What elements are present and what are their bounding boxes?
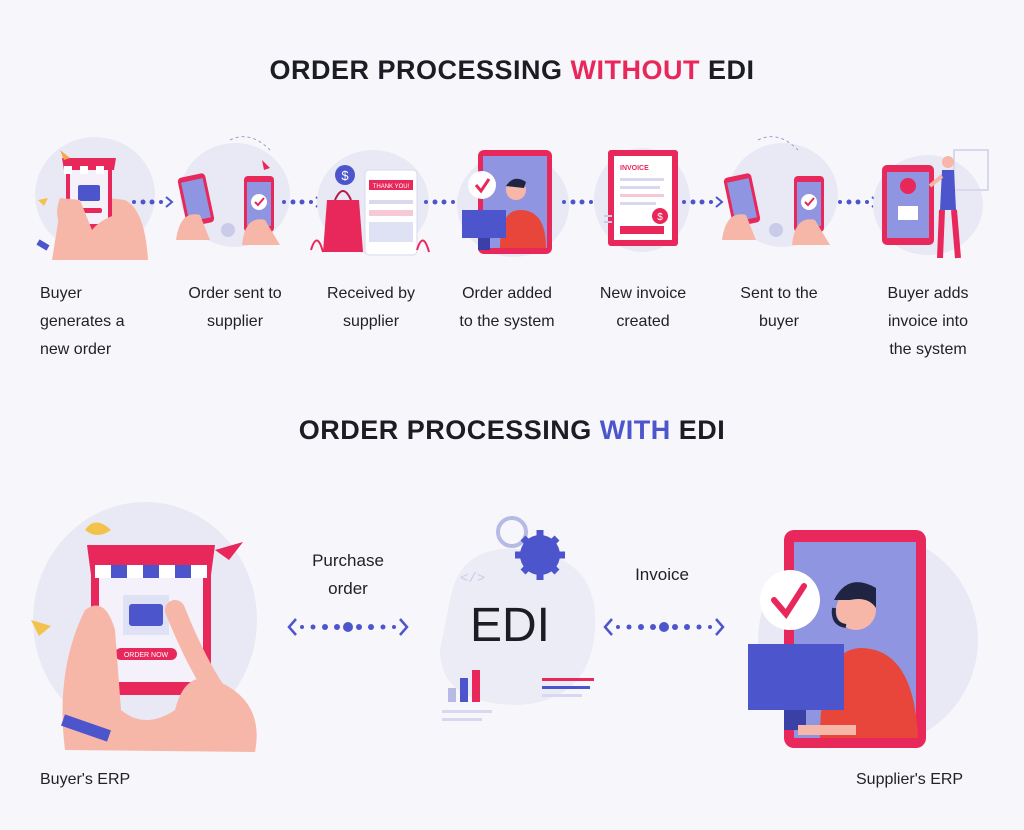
label-line: generates a [40, 308, 180, 336]
label-line: Received by [301, 280, 441, 308]
buyer-erp-label: Buyer's ERP [40, 771, 130, 789]
step-label-4: Order added to the system [437, 280, 577, 336]
thank-you-text: THANK YOU! [373, 184, 410, 190]
step-received-by-supplier: $ THANK YOU! [305, 130, 435, 270]
label-line: Order added [437, 280, 577, 308]
buyer-erp-illustration: ORDER NOW [25, 490, 265, 755]
invoice-arrow [602, 616, 726, 638]
label-line: supplier [165, 308, 305, 336]
label-line: created [573, 308, 713, 336]
step-order-added [448, 130, 578, 270]
step-label-7: Buyer adds invoice into the system [858, 280, 998, 364]
label-line: the system [858, 336, 998, 364]
title-text-end: EDI [671, 415, 726, 445]
supplier-erp-illustration [738, 500, 988, 755]
thank-you-icon: $ THANK YOU! [305, 130, 435, 270]
label-line: New invoice [573, 280, 713, 308]
step-label-3: Received by supplier [301, 280, 441, 336]
label-line: buyer [709, 308, 849, 336]
title-without-edi: ORDER PROCESSING WITHOUT EDI [0, 55, 1024, 86]
supplier-erp-label: Supplier's ERP [856, 771, 963, 789]
edi-label: EDI [440, 596, 580, 656]
title-with-edi: ORDER PROCESSING WITH EDI [0, 415, 1024, 446]
title-accent: WITHOUT [571, 55, 700, 85]
svg-text:</>: </> [460, 571, 485, 587]
invoice-text: INVOICE [620, 165, 649, 172]
title-accent: WITH [600, 415, 671, 445]
label-line: Sent to the [709, 280, 849, 308]
step-label-5: New invoice created [573, 280, 713, 336]
invoice-flow-label: Invoice [612, 561, 712, 589]
label-line: Purchase [292, 547, 404, 575]
label-line: invoice into [858, 308, 998, 336]
label-line: Buyer [40, 280, 180, 308]
label-line: new order [40, 336, 180, 364]
label-line: supplier [301, 308, 441, 336]
flow-arrow-1 [130, 194, 174, 210]
svg-text:$: $ [657, 212, 663, 223]
label-line: to the system [437, 308, 577, 336]
purchase-order-label: Purchase order [292, 547, 404, 603]
title-text: ORDER PROCESSING [269, 55, 570, 85]
operator-screen-icon [448, 130, 578, 270]
order-now-label: ORDER NOW [124, 652, 169, 659]
step-label-1: Buyer generates a new order [40, 280, 180, 364]
title-text-end: EDI [700, 55, 755, 85]
purchase-order-arrow [286, 616, 410, 638]
person-tablet-icon [868, 130, 998, 270]
step-sent-to-buyer [718, 130, 848, 270]
label-line: order [292, 575, 404, 603]
step-label-6: Sent to the buyer [709, 280, 849, 336]
svg-text:$: $ [341, 168, 349, 183]
label-line: Buyer adds [858, 280, 998, 308]
label-line: Order sent to [165, 280, 305, 308]
step-label-2: Order sent to supplier [165, 280, 305, 336]
phones-transfer-icon [718, 130, 848, 270]
title-text: ORDER PROCESSING [299, 415, 600, 445]
step-buyer-adds-invoice [868, 130, 998, 270]
